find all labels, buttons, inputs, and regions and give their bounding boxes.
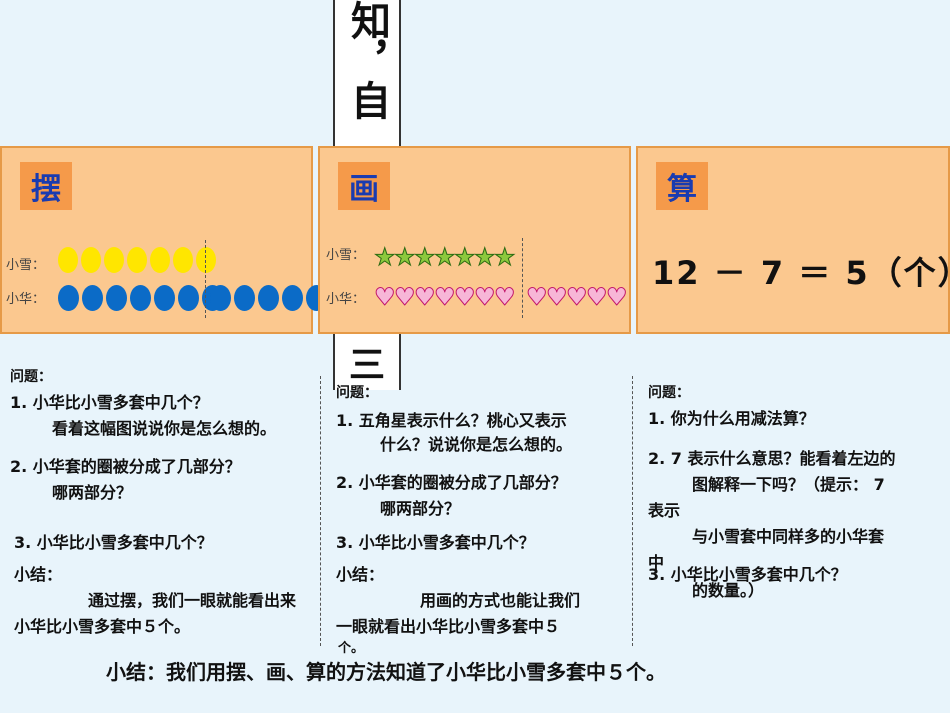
yellow-circle <box>173 247 193 273</box>
star-icon: ★ <box>394 243 417 271</box>
question-3: 3. 小华比小雪多套中几个？ <box>648 565 847 584</box>
heart-icon: ♥ <box>434 283 457 311</box>
yellow-circle <box>104 247 124 273</box>
question-3: 3. 小华比小雪多套中几个？ <box>14 533 213 552</box>
blue-circle <box>258 285 279 311</box>
yellow-circle <box>127 247 147 273</box>
heart-icon: ♥ <box>546 283 569 311</box>
questions-heading: 问题： <box>336 385 378 401</box>
heart-icon: ♥ <box>586 283 609 311</box>
panel-header-arrange: 摆 <box>20 162 72 210</box>
column-divider <box>632 376 633 646</box>
summary-label: 小结： <box>14 565 63 584</box>
question-2: 2. 7 表示什么意思？能看着左边的 <box>648 449 896 468</box>
question-2-detail-2: 表示 <box>648 501 681 520</box>
hearts-row-left: ♥♥♥♥♥♥♥ <box>374 283 517 311</box>
star-icon: ★ <box>454 243 477 271</box>
label-xiaoxue: 小雪： <box>326 248 366 263</box>
blue-circle <box>130 285 151 311</box>
question-2: 2. 小华套的圈被分成了几部分？ <box>336 473 567 492</box>
blue-circle <box>106 285 127 311</box>
yellow-circles-row <box>58 247 219 273</box>
yellow-circle <box>58 247 78 273</box>
heart-icon: ♥ <box>566 283 589 311</box>
summary-text-1: 用画的方式也能让我们 <box>420 591 581 610</box>
summary-text-1: 通过摆，我们一眼就能看出来 <box>88 591 297 610</box>
question-3: 3. 小华比小雪多套中几个？ <box>336 533 535 552</box>
heart-icon: ♥ <box>454 283 477 311</box>
panel-draw: 画 小雪： 小华： ★★★★★★★ ♥♥♥♥♥♥♥ ♥♥♥♥♥ <box>318 146 631 334</box>
yellow-circle <box>196 247 216 273</box>
yellow-circle <box>81 247 101 273</box>
blue-circle <box>178 285 199 311</box>
question-2-detail-5: 的数量。） <box>692 581 765 600</box>
blue-circles-row-right <box>210 285 330 311</box>
vertical-title-text: 已知，自 <box>344 0 391 120</box>
question-2-detail: 图解释一下吗？（提示： 7 <box>692 475 885 494</box>
label-xiaoxue: 小雪： <box>6 258 46 273</box>
question-2-detail-4: 中 <box>648 553 665 572</box>
star-icon: ★ <box>414 243 437 271</box>
question-2: 2. 小华套的圈被分成了几部分？ <box>10 457 241 476</box>
summary-text-3: 个。 <box>338 641 365 656</box>
question-2-detail-3: 与小雪套中同样多的小华套 <box>692 527 885 546</box>
hearts-row-right: ♥♥♥♥♥ <box>526 283 629 311</box>
heart-icon: ♥ <box>374 283 397 311</box>
yellow-circle <box>150 247 170 273</box>
divider-line <box>205 240 206 318</box>
blue-circle <box>234 285 255 311</box>
question-1: 1. 五角星表示什么？桃心又表示 <box>336 411 567 430</box>
label-xiaohua: 小华： <box>6 292 46 307</box>
heart-icon: ♥ <box>606 283 629 311</box>
stars-row: ★★★★★★★ <box>374 243 517 271</box>
summary-text-2: 一眼就看出小华比小雪多套中５ <box>336 617 561 636</box>
overall-summary: 小结：我们用摆、画、算的方法知道了小华比小雪多套中５个。 <box>106 660 666 684</box>
heart-icon: ♥ <box>414 283 437 311</box>
heart-icon: ♥ <box>474 283 497 311</box>
vertical-title-bottom: 三 <box>349 344 386 386</box>
question-1-detail: 什么？说说你是怎么想的。 <box>380 435 573 454</box>
blue-circles-row-left <box>58 285 226 311</box>
divider-line <box>522 238 523 318</box>
label-xiaohua: 小华： <box>326 292 366 307</box>
question-1-detail: 看着这幅图说说你是怎么想的。 <box>52 419 277 438</box>
column-divider <box>320 376 321 646</box>
star-icon: ★ <box>434 243 457 271</box>
blue-circle <box>58 285 79 311</box>
summary-label: 小结： <box>336 565 385 584</box>
star-icon: ★ <box>374 243 397 271</box>
equation: 12 － 7 ＝ 5（个） <box>652 254 950 292</box>
question-2-detail: 哪两部分？ <box>380 499 461 518</box>
panel-header-calculate: 算 <box>656 162 708 210</box>
panel-calculate: 算 12 － 7 ＝ 5（个） <box>636 146 950 334</box>
question-2-detail: 哪两部分？ <box>52 483 133 502</box>
question-1: 1. 小华比小雪多套中几个？ <box>10 393 209 412</box>
questions-heading: 问题： <box>648 385 690 401</box>
heart-icon: ♥ <box>394 283 417 311</box>
star-icon: ★ <box>494 243 517 271</box>
star-icon: ★ <box>474 243 497 271</box>
blue-circle <box>210 285 231 311</box>
blue-circle <box>82 285 103 311</box>
questions-heading: 问题： <box>10 369 52 385</box>
blue-circle <box>154 285 175 311</box>
question-1: 1. 你为什么用减法算？ <box>648 409 815 428</box>
heart-icon: ♥ <box>494 283 517 311</box>
blue-circle <box>282 285 303 311</box>
summary-text-2: 小华比小雪多套中５个。 <box>14 617 191 636</box>
panel-header-draw: 画 <box>338 162 390 210</box>
panel-arrange: 摆 小雪： 小华： <box>0 146 327 334</box>
heart-icon: ♥ <box>526 283 549 311</box>
